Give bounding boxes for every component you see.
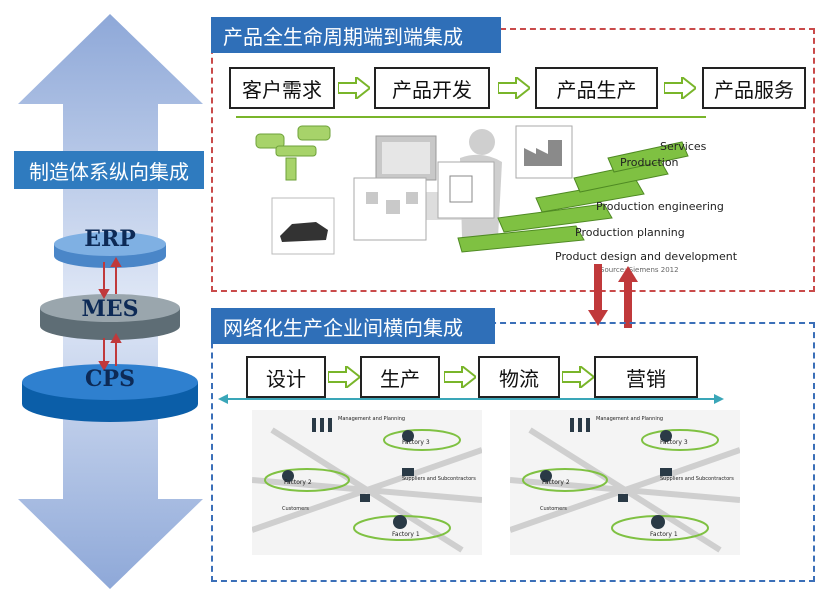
end-to-end-title: 产品全生命周期端到端集成 bbox=[211, 17, 501, 53]
step-product-production: 产品生产 bbox=[535, 67, 658, 109]
mes-label: MES bbox=[81, 296, 139, 322]
vertical-integration-label: 制造体系纵向集成 bbox=[14, 151, 204, 189]
flow-arrow-icon bbox=[664, 77, 696, 99]
network-label-suppliers: Suppliers and Subcontractors bbox=[660, 476, 734, 482]
step-product-development: 产品开发 bbox=[374, 67, 490, 109]
flow-arrow-icon bbox=[444, 366, 476, 388]
stair-label-production: Production bbox=[620, 156, 679, 169]
flow-arrow-icon bbox=[498, 77, 530, 99]
network-label-management: Management and Planning bbox=[338, 416, 405, 422]
network-label-factory2: Factory 2 bbox=[542, 479, 570, 486]
cps-label: CPS bbox=[85, 366, 135, 392]
layer-stack bbox=[22, 232, 198, 422]
lifecycle-illustration bbox=[255, 125, 689, 255]
network-illustration-left: Factory 3 Factory 2 Factory 1 Management… bbox=[252, 410, 482, 555]
network-illustration-right: Factory 3 Factory 2 Factory 1 Management… bbox=[510, 410, 740, 555]
mes-disc bbox=[40, 294, 180, 340]
erp-label: ERP bbox=[84, 226, 136, 252]
stair-label-product-design: Product design and development bbox=[555, 250, 738, 263]
stair-label-production-planning: Production planning bbox=[575, 226, 685, 239]
step-design: 设计 bbox=[246, 356, 326, 398]
panel-connector-arrows bbox=[588, 264, 638, 328]
network-label-customers: Customers bbox=[540, 506, 567, 512]
network-label-suppliers: Suppliers and Subcontractors bbox=[402, 476, 476, 482]
network-label-factory2: Factory 2 bbox=[284, 479, 312, 486]
flow-arrow-icon bbox=[338, 77, 370, 99]
network-label-factory3: Factory 3 bbox=[402, 439, 430, 446]
network-label-factory3: Factory 3 bbox=[660, 439, 688, 446]
source-note: Source: Siemens 2012 bbox=[600, 266, 679, 274]
step-product-service: 产品服务 bbox=[702, 67, 806, 109]
stair-label-production-engineering: Production engineering bbox=[596, 200, 724, 213]
cps-disc bbox=[22, 364, 198, 422]
network-label-management: Management and Planning bbox=[596, 416, 663, 422]
flow-arrow-icon bbox=[328, 366, 360, 388]
end-to-end-panel bbox=[211, 28, 815, 292]
flow-arrow-icon bbox=[562, 366, 594, 388]
horizontal-span-line bbox=[218, 394, 724, 404]
step-marketing: 营销 bbox=[594, 356, 698, 398]
step-production: 生产 bbox=[360, 356, 440, 398]
stair-label-services: Services bbox=[660, 140, 707, 153]
horizontal-integration-panel bbox=[211, 322, 815, 582]
network-label-customers: Customers bbox=[282, 506, 309, 512]
network-label-factory1: Factory 1 bbox=[650, 531, 678, 538]
step-logistics: 物流 bbox=[478, 356, 560, 398]
erp-disc bbox=[54, 232, 166, 268]
step-customer-demand: 客户需求 bbox=[229, 67, 335, 109]
horizontal-integration-title: 网络化生产企业间横向集成 bbox=[211, 308, 495, 344]
network-label-factory1: Factory 1 bbox=[392, 531, 420, 538]
green-divider bbox=[236, 116, 706, 118]
